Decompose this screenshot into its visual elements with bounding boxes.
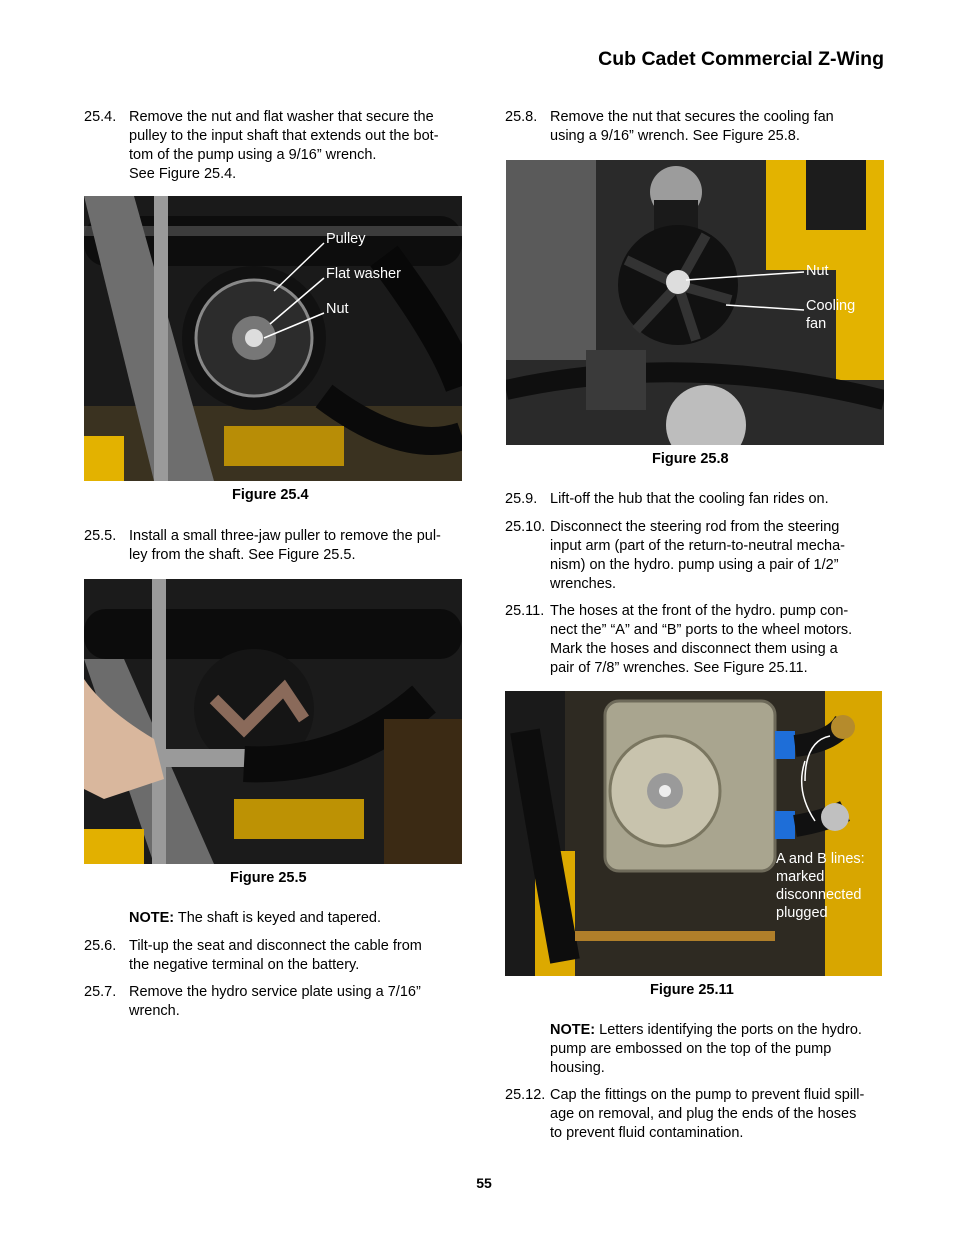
- note-line: housing.: [550, 1060, 605, 1076]
- step-number: 25.8.: [505, 109, 538, 125]
- step-text: Lift-off the hub that the cooling fan ri…: [550, 490, 829, 509]
- step-25-11: 25.11. The hoses at the front of the hyd…: [505, 602, 895, 680]
- page-number: 55: [476, 1175, 492, 1191]
- step-line: See Figure 25.4.: [129, 166, 237, 182]
- step-text: Remove the hydro service plate using a 7…: [129, 983, 421, 1021]
- step-25-7: 25.7. Remove the hydro service plate usi…: [84, 983, 474, 1023]
- step-number: 25.11.: [505, 603, 545, 619]
- step-line: Tilt-up the seat and disconnect the cabl…: [129, 938, 422, 954]
- step-line: Lift-off the hub that the cooling fan ri…: [550, 491, 829, 507]
- callout-flat-washer: Flat washer: [326, 266, 401, 282]
- step-line: wrenches.: [550, 576, 617, 592]
- step-number: 25.5.: [84, 528, 117, 544]
- step-line: ley from the shaft. See Figure 25.5.: [129, 547, 356, 563]
- figure-25-5-caption: Figure 25.5: [230, 870, 307, 886]
- callout-line: plugged: [776, 905, 828, 921]
- figure-25-5-photo: [84, 579, 462, 864]
- step-number: 25.10.: [505, 519, 546, 535]
- step-line: pair of 7/8” wrenches. See Figure 25.11.: [550, 660, 808, 676]
- step-line: pulley to the input shaft that extends o…: [129, 128, 439, 144]
- step-line: Mark the hoses and disconnect them using…: [550, 641, 838, 657]
- step-25-8: 25.8. Remove the nut that secures the co…: [505, 108, 895, 148]
- step-text: Disconnect the steering rod from the ste…: [550, 518, 845, 594]
- note-ports: NOTE: Letters identifying the ports on t…: [550, 1021, 895, 1081]
- callout-fan: fan: [806, 316, 827, 332]
- note-shaft: NOTE: The shaft is keyed and tapered.: [129, 909, 469, 929]
- callout-cooling: Cooling: [806, 298, 856, 314]
- note-label: NOTE:: [550, 1022, 596, 1038]
- step-25-4: 25.4. Remove the nut and flat washer tha…: [84, 108, 474, 188]
- figure-25-8-caption: Figure 25.8: [652, 451, 729, 467]
- step-number: 25.7.: [84, 984, 117, 1000]
- step-25-5: 25.5. Install a small three-jaw puller t…: [84, 527, 474, 567]
- note-text: Letters identifying the ports on the hyd…: [595, 1022, 862, 1038]
- step-line: Disconnect the steering rod from the ste…: [550, 519, 840, 535]
- step-number: 25.6.: [84, 938, 117, 954]
- step-line: The hoses at the front of the hydro. pum…: [550, 603, 849, 619]
- step-line: Cap the fittings on the pump to prevent …: [550, 1087, 865, 1103]
- callout-line: A and B lines:: [776, 851, 865, 867]
- step-25-10: 25.10. Disconnect the steering rod from …: [505, 518, 895, 596]
- step-number: 25.9.: [505, 491, 538, 507]
- callout-a-b-lines: A and B lines: marked disconnected plugg…: [776, 850, 876, 922]
- note-line: pump are embossed on the top of the pump: [550, 1041, 832, 1057]
- step-25-12: 25.12. Cap the fittings on the pump to p…: [505, 1086, 895, 1146]
- step-25-6: 25.6. Tilt-up the seat and disconnect th…: [84, 937, 474, 977]
- step-text: Cap the fittings on the pump to prevent …: [550, 1086, 864, 1143]
- step-25-9: 25.9. Lift-off the hub that the cooling …: [505, 490, 895, 510]
- callout-nut: Nut: [806, 263, 829, 279]
- step-line: tom of the pump using a 9/16” wrench.: [129, 147, 377, 163]
- step-text: Install a small three-jaw puller to remo…: [129, 527, 441, 565]
- figure-25-11-caption: Figure 25.11: [650, 982, 734, 998]
- step-line: Remove the nut that secures the cooling …: [550, 109, 834, 125]
- step-number: 25.12.: [505, 1087, 546, 1103]
- figure-25-8-photo: Nut Cooling fan: [506, 160, 884, 445]
- step-line: nism) on the hydro. pump using a pair of…: [550, 557, 839, 573]
- step-number: 25.4.: [84, 109, 117, 125]
- page-header-title: Cub Cadet Commercial Z-Wing: [598, 48, 884, 70]
- figure-25-11-photo: A and B lines: marked disconnected plugg…: [505, 691, 882, 976]
- callout-line: marked: [776, 869, 825, 885]
- step-line: nect the” “A” and “B” ports to the wheel…: [550, 622, 853, 638]
- note-label: NOTE:: [129, 910, 175, 926]
- callout-pulley: Pulley: [326, 231, 366, 247]
- step-text: Remove the nut that secures the cooling …: [550, 108, 834, 146]
- callout-line: disconnected: [776, 887, 862, 903]
- step-line: to prevent fluid contamination.: [550, 1125, 744, 1141]
- step-line: the negative terminal on the battery.: [129, 957, 360, 973]
- figure-25-4-caption: Figure 25.4: [232, 487, 309, 503]
- step-line: using a 9/16” wrench. See Figure 25.8.: [550, 128, 800, 144]
- step-text: Tilt-up the seat and disconnect the cabl…: [129, 937, 422, 975]
- step-line: Remove the nut and flat washer that secu…: [129, 109, 434, 125]
- step-line: age on removal, and plug the ends of the…: [550, 1106, 857, 1122]
- figure-25-4-photo: Pulley Flat washer Nut: [84, 196, 462, 481]
- step-text: Remove the nut and flat washer that secu…: [129, 108, 439, 184]
- step-line: wrench.: [129, 1003, 180, 1019]
- note-text: The shaft is keyed and tapered.: [174, 910, 382, 926]
- step-line: Install a small three-jaw puller to remo…: [129, 528, 441, 544]
- step-line: input arm (part of the return-to-neutral…: [550, 538, 845, 554]
- step-text: The hoses at the front of the hydro. pum…: [550, 602, 852, 678]
- step-line: Remove the hydro service plate using a 7…: [129, 984, 421, 1000]
- callout-nut: Nut: [326, 301, 349, 317]
